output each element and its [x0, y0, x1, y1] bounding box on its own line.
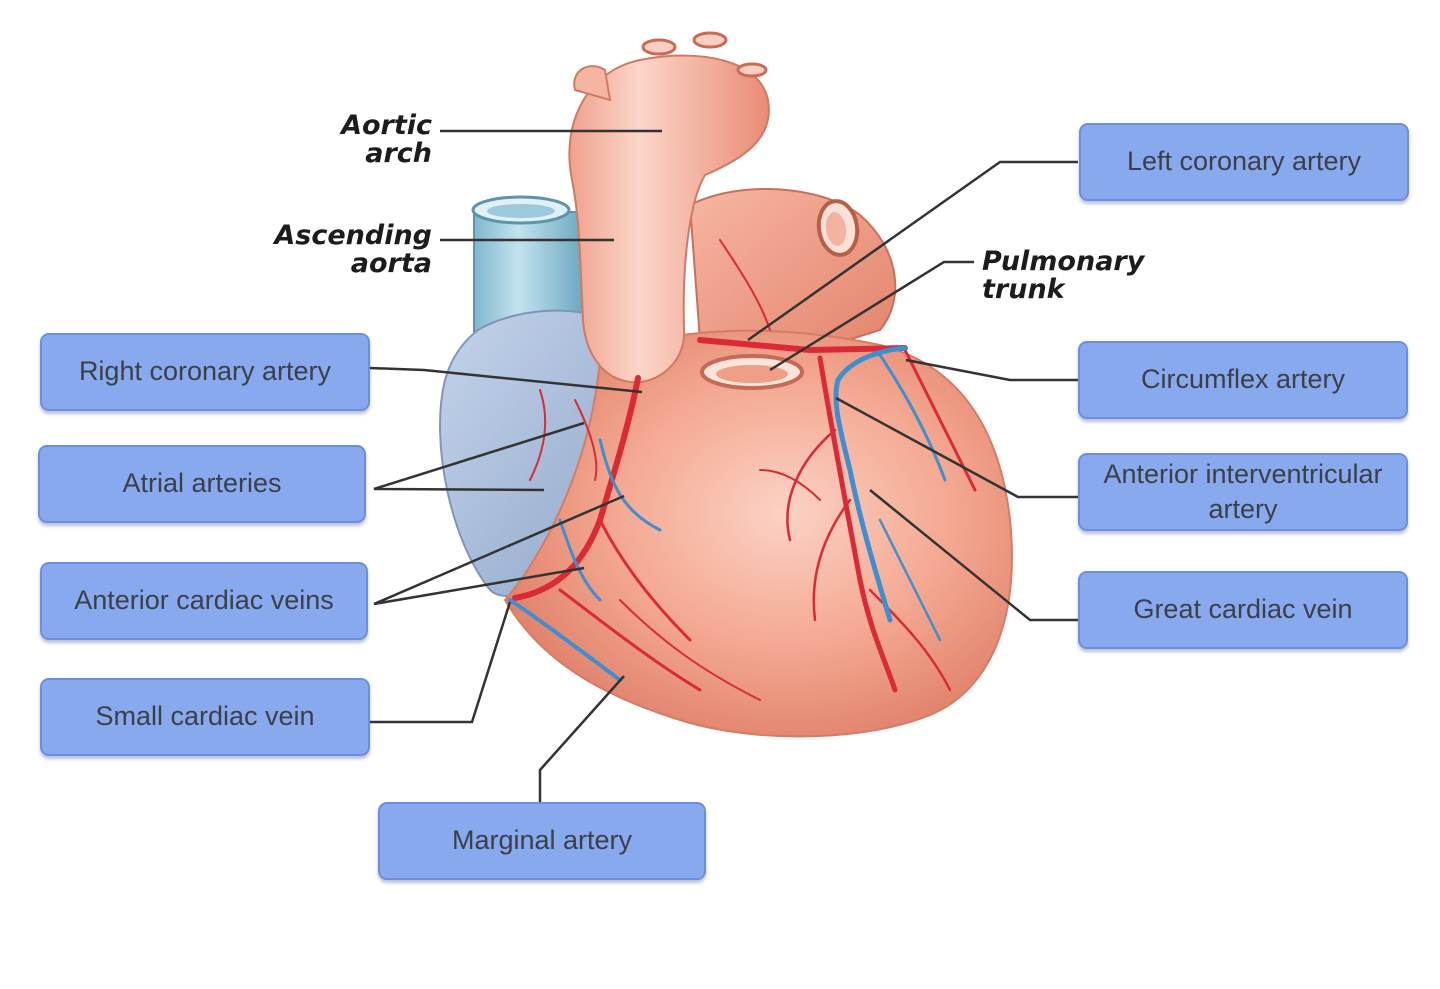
cardiac-veins	[508, 345, 947, 682]
ventricles	[503, 329, 1013, 738]
caption-ascending-aorta: Ascending aorta	[274, 220, 432, 280]
aorta	[568, 31, 770, 384]
leader-lines	[369, 129, 1078, 802]
label-left-coronary-artery[interactable]: Left coronary artery	[1079, 123, 1409, 201]
coronary-arteries	[512, 239, 977, 701]
caption-aortic-arch: Aortic arch	[341, 110, 432, 170]
label-circumflex-artery[interactable]: Circumflex artery	[1078, 341, 1408, 419]
pulmonary-trunk	[688, 187, 897, 357]
label-marginal-artery[interactable]: Marginal artery	[378, 802, 706, 880]
label-atrial-arteries[interactable]: Atrial arteries	[38, 445, 366, 523]
caption-pulmonary-trunk: Pulmonary trunk	[982, 246, 1145, 306]
label-anterior-interventricular-artery[interactable]: Anterior interventricular artery	[1078, 453, 1408, 531]
label-great-cardiac-vein[interactable]: Great cardiac vein	[1078, 571, 1408, 649]
label-small-cardiac-vein[interactable]: Small cardiac vein	[40, 678, 370, 756]
label-right-coronary-artery[interactable]: Right coronary artery	[40, 333, 370, 411]
label-anterior-cardiac-veins[interactable]: Anterior cardiac veins	[40, 562, 368, 640]
